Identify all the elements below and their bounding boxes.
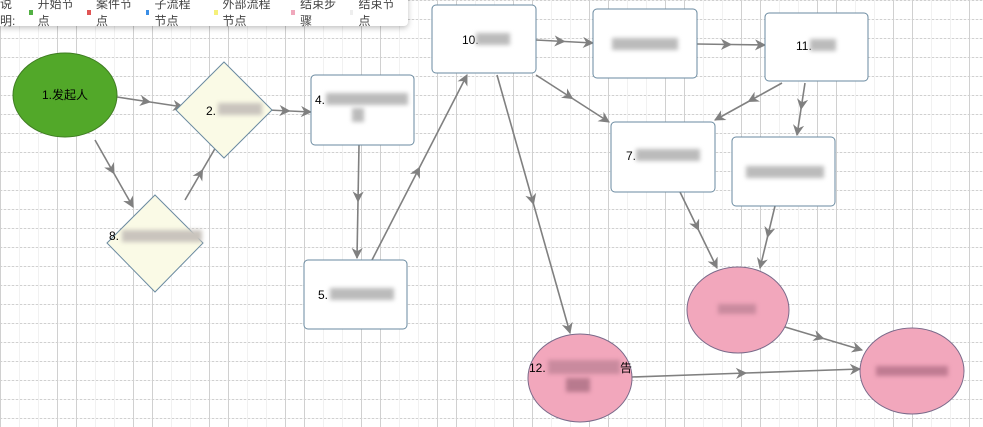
node-12-label: 12.: [529, 361, 546, 375]
node-8-gateway[interactable]: [106, 194, 204, 293]
legend-swatch: [28, 9, 33, 15]
flow-edge[interactable]: [184, 139, 221, 201]
node-1-start[interactable]: [12, 52, 118, 138]
legend-swatch: [145, 9, 150, 15]
flow-edge[interactable]: [784, 326, 864, 353]
legend-item: 案件节点: [87, 0, 133, 29]
legend-item: 外部流程节点: [213, 0, 280, 29]
flow-edge[interactable]: [116, 94, 185, 112]
flow-edge[interactable]: [496, 74, 573, 335]
node-7-label: 7.: [626, 149, 636, 163]
flow-edge[interactable]: [679, 191, 718, 270]
flow-edge[interactable]: [714, 82, 783, 121]
node-1-label: 1.发起人: [42, 87, 88, 102]
legend-label: 结束步骤: [300, 0, 337, 28]
legend-label: 结束节点: [358, 0, 395, 28]
legend-swatch: [291, 9, 296, 15]
node-12-label-suffix: 告: [620, 361, 632, 375]
node-2-label: 2.: [206, 104, 216, 118]
legend-label: 开始节点: [37, 0, 74, 28]
flow-edge[interactable]: [535, 35, 595, 49]
node-8-label: 8.: [109, 229, 119, 243]
legend-label: 子流程节点: [154, 0, 191, 28]
node-5-label: 5.: [318, 288, 328, 302]
flow-edge[interactable]: [792, 82, 809, 137]
legend-label: 外部流程节点: [222, 0, 271, 28]
legend-panel: 说明: 开始节点案件节点子流程节点 外部流程节点 结束步骤结束节点: [0, 0, 408, 29]
legend-swatch: [213, 9, 218, 15]
flow-edge[interactable]: [351, 144, 364, 260]
flow-edge[interactable]: [631, 363, 862, 379]
node-11-label: 11.: [796, 39, 812, 53]
flow-edge[interactable]: [696, 38, 767, 51]
legend-item: 结束步骤: [291, 0, 337, 29]
legend-item: 开始节点: [28, 0, 75, 29]
flow-edge[interactable]: [267, 104, 313, 118]
flow-edge[interactable]: [371, 74, 468, 261]
legend-item: 结束节点: [349, 0, 396, 29]
flow-edge[interactable]: [535, 74, 610, 123]
flow-edge[interactable]: [94, 139, 134, 208]
legend-label: 案件节点: [96, 0, 133, 28]
flow-edge[interactable]: [756, 205, 776, 270]
node-10-label: 10.: [462, 33, 479, 47]
legend-swatch: [87, 9, 92, 15]
legend-item: 子流程节点: [145, 0, 202, 29]
legend-title: 说明:: [0, 0, 16, 28]
legend-swatch: [349, 9, 354, 15]
node-4-label: 4.: [315, 93, 325, 107]
